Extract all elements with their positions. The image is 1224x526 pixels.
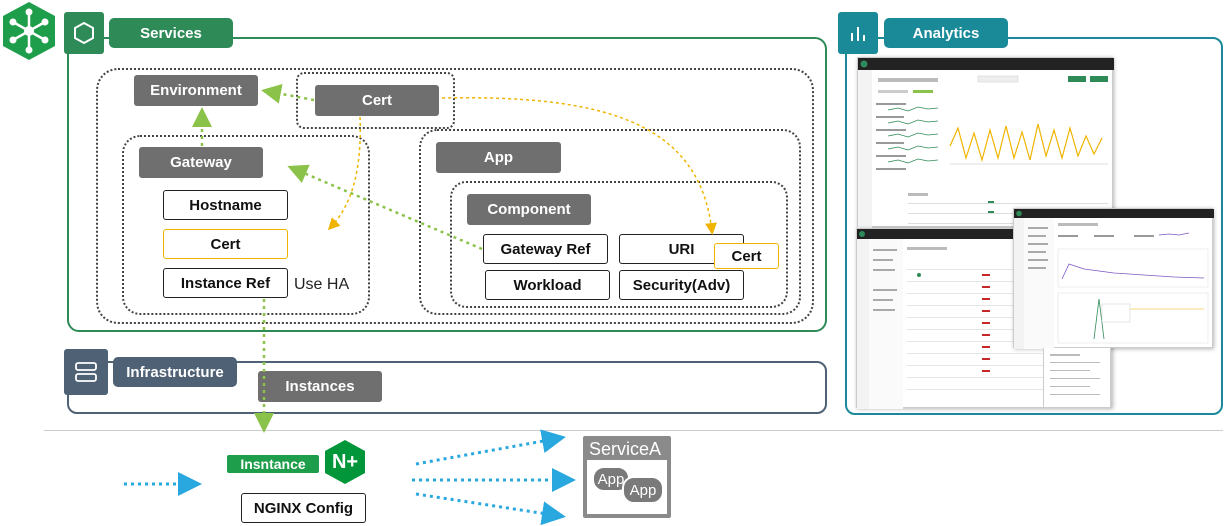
nginx-plus-icon bbox=[324, 439, 366, 485]
app-group bbox=[419, 129, 801, 315]
instances-node: Instances bbox=[258, 371, 382, 402]
services-tab[interactable]: Services bbox=[109, 18, 233, 48]
analytics-panel bbox=[845, 37, 1223, 415]
gateway-cert-field: Cert bbox=[163, 229, 288, 259]
server-icon bbox=[64, 349, 108, 395]
workload-field: Workload bbox=[485, 270, 610, 300]
app-badge-1: App bbox=[592, 466, 630, 492]
instance-label: Insntance bbox=[227, 455, 319, 473]
separator-line bbox=[44, 430, 1223, 431]
cert-group bbox=[296, 72, 455, 129]
analytics-dashboard-screenshot bbox=[857, 57, 1114, 228]
hostname-field: Hostname bbox=[163, 190, 288, 220]
component-node: Component bbox=[467, 194, 591, 225]
gateway-group bbox=[122, 135, 370, 315]
analytics-side-panel-screenshot bbox=[1043, 348, 1111, 408]
hexagon-logo-icon bbox=[0, 0, 58, 62]
use-ha-label: Use HA bbox=[294, 276, 350, 293]
infrastructure-tab[interactable]: Infrastructure bbox=[113, 357, 237, 387]
nginx-config-field: NGINX Config bbox=[241, 493, 366, 523]
analytics-tab[interactable]: Analytics bbox=[884, 18, 1008, 48]
analytics-detail-screenshot bbox=[1013, 208, 1214, 349]
service-a-label: ServiceA bbox=[587, 438, 669, 460]
app-badge-2: App bbox=[622, 476, 664, 504]
gateway-ref-field: Gateway Ref bbox=[483, 234, 608, 264]
gateway-node: Gateway bbox=[139, 147, 263, 178]
cert-to-uri-cert-arrow bbox=[441, 97, 717, 235]
traffic-to-service-arrow-1 bbox=[415, 429, 566, 466]
security-field: Security(Adv) bbox=[619, 270, 744, 300]
environment-group bbox=[96, 68, 814, 324]
nginx-plus-badge: N+ bbox=[331, 450, 359, 473]
instance-ref-field: Instance Ref bbox=[163, 268, 288, 298]
environment-node: Environment bbox=[134, 75, 258, 106]
cert-node: Cert bbox=[315, 85, 439, 116]
app-node: App bbox=[436, 142, 561, 173]
cert-to-gateway-cert-arrow bbox=[327, 116, 361, 231]
traffic-to-service-arrow-3 bbox=[415, 492, 566, 526]
services-hexagon-icon bbox=[64, 12, 104, 54]
cert-to-environment-arrow bbox=[261, 83, 315, 104]
gatewayref-to-gateway-arrow bbox=[287, 164, 483, 251]
services-panel bbox=[67, 37, 827, 332]
uri-cert-field: Cert bbox=[714, 243, 779, 269]
analytics-bar-chart-icon bbox=[838, 12, 878, 54]
component-group bbox=[450, 181, 788, 308]
